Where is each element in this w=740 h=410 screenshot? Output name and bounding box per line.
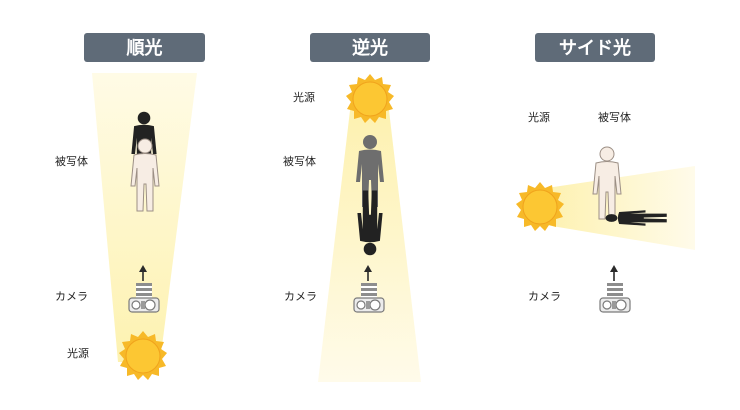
camera-label: カメラ — [528, 290, 561, 303]
panel-title-bg — [310, 33, 430, 62]
panel-title: 順光 — [127, 37, 163, 59]
subject-label: 被写体 — [598, 110, 631, 124]
light-beam — [540, 166, 695, 250]
panel-side-light: サイド光 光源 被写体 カメラ — [515, 33, 695, 313]
panel-title: サイド光 — [559, 37, 631, 59]
panel-front-light: 順光 被写体 カメラ 光源 — [55, 33, 205, 381]
light-label: 光源 — [293, 90, 315, 104]
subject-label: 被写体 — [55, 154, 88, 168]
camera-label: カメラ — [55, 290, 88, 303]
panel-title-bg — [535, 33, 655, 62]
light-label: 光源 — [528, 110, 550, 124]
camera-icon — [599, 282, 631, 313]
direction-arrow-icon — [609, 264, 619, 282]
light-beam — [92, 73, 197, 362]
camera-label: カメラ — [284, 290, 317, 303]
panel-title: 逆光 — [352, 37, 388, 59]
panel-title-bg — [84, 33, 205, 62]
subject-label: 被写体 — [283, 154, 316, 168]
light-label: 光源 — [67, 346, 89, 360]
panel-back-light: 逆光 光源 被写体 カメラ — [283, 33, 430, 382]
